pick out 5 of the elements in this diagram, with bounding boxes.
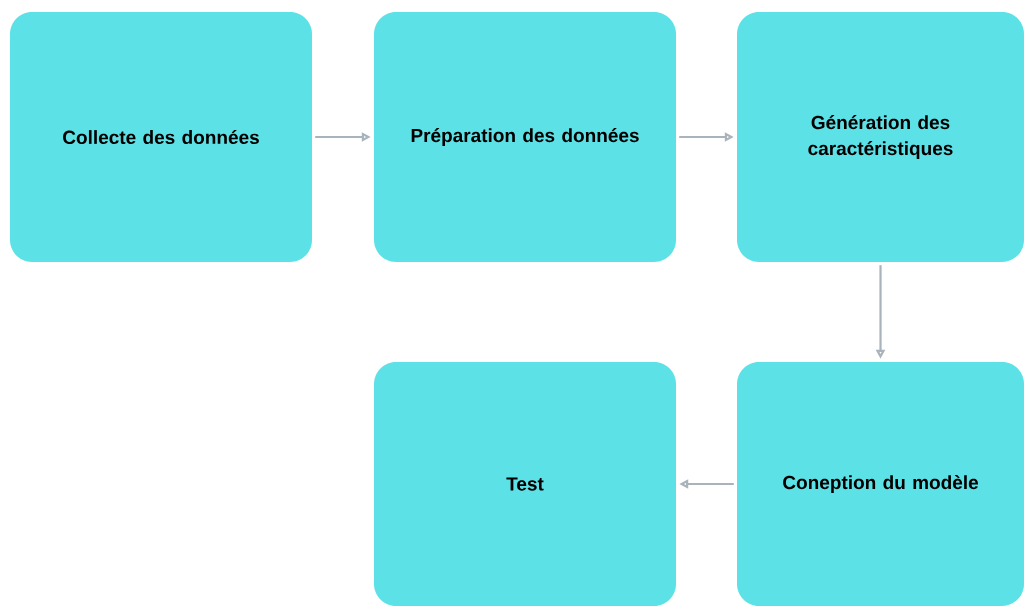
process-box: Collecte des données <box>10 12 312 262</box>
process-box: Test <box>374 362 676 606</box>
process-box: Coneption du modèle <box>737 362 1024 606</box>
process-box: Préparation des données <box>374 12 676 262</box>
process-box: Génération des caractéristiques <box>737 12 1024 262</box>
